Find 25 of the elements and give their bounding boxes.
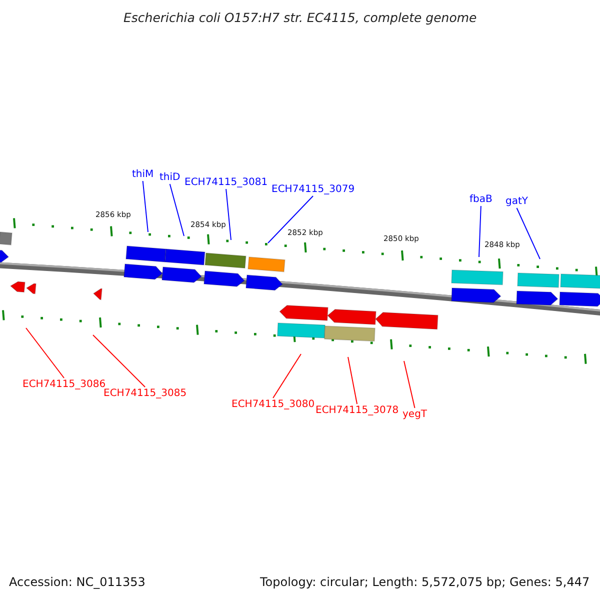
gene-label: ECH74115_3086 (22, 379, 106, 390)
leader-line (404, 360, 416, 408)
gene-label: thiM (132, 169, 154, 180)
leader-line (226, 188, 232, 240)
gene-label: gatY (506, 196, 528, 207)
gene-label: yegT (402, 409, 428, 420)
leader-line (478, 206, 482, 258)
leader-line (92, 334, 146, 388)
accession-text: Accession: NC_011353 (9, 576, 146, 590)
gene-label: ECH74115_3081 (184, 177, 268, 188)
leader-line (348, 356, 358, 404)
gene-label: ECH74115_3085 (104, 388, 187, 399)
map-title: Escherichia coli O157:H7 str. EC4115, complete genome (124, 11, 477, 25)
leader-line (26, 328, 65, 378)
genome-stats-text: Topology: circular; Length: 5,572,075 bp; Genes: 5,447 (260, 576, 590, 590)
gene-label: ECH74115_3080 (232, 399, 315, 410)
gene-label: ECH74115_3079 (272, 184, 355, 195)
leader-line (516, 208, 540, 260)
leader-line (169, 184, 184, 236)
gene-label: thiD (160, 172, 180, 183)
gene-label: fbaB (470, 194, 492, 205)
leader-line (142, 180, 148, 232)
leader-line (272, 354, 302, 398)
leader-line (268, 196, 314, 244)
gene-label: ECH74115_3078 (316, 405, 399, 416)
